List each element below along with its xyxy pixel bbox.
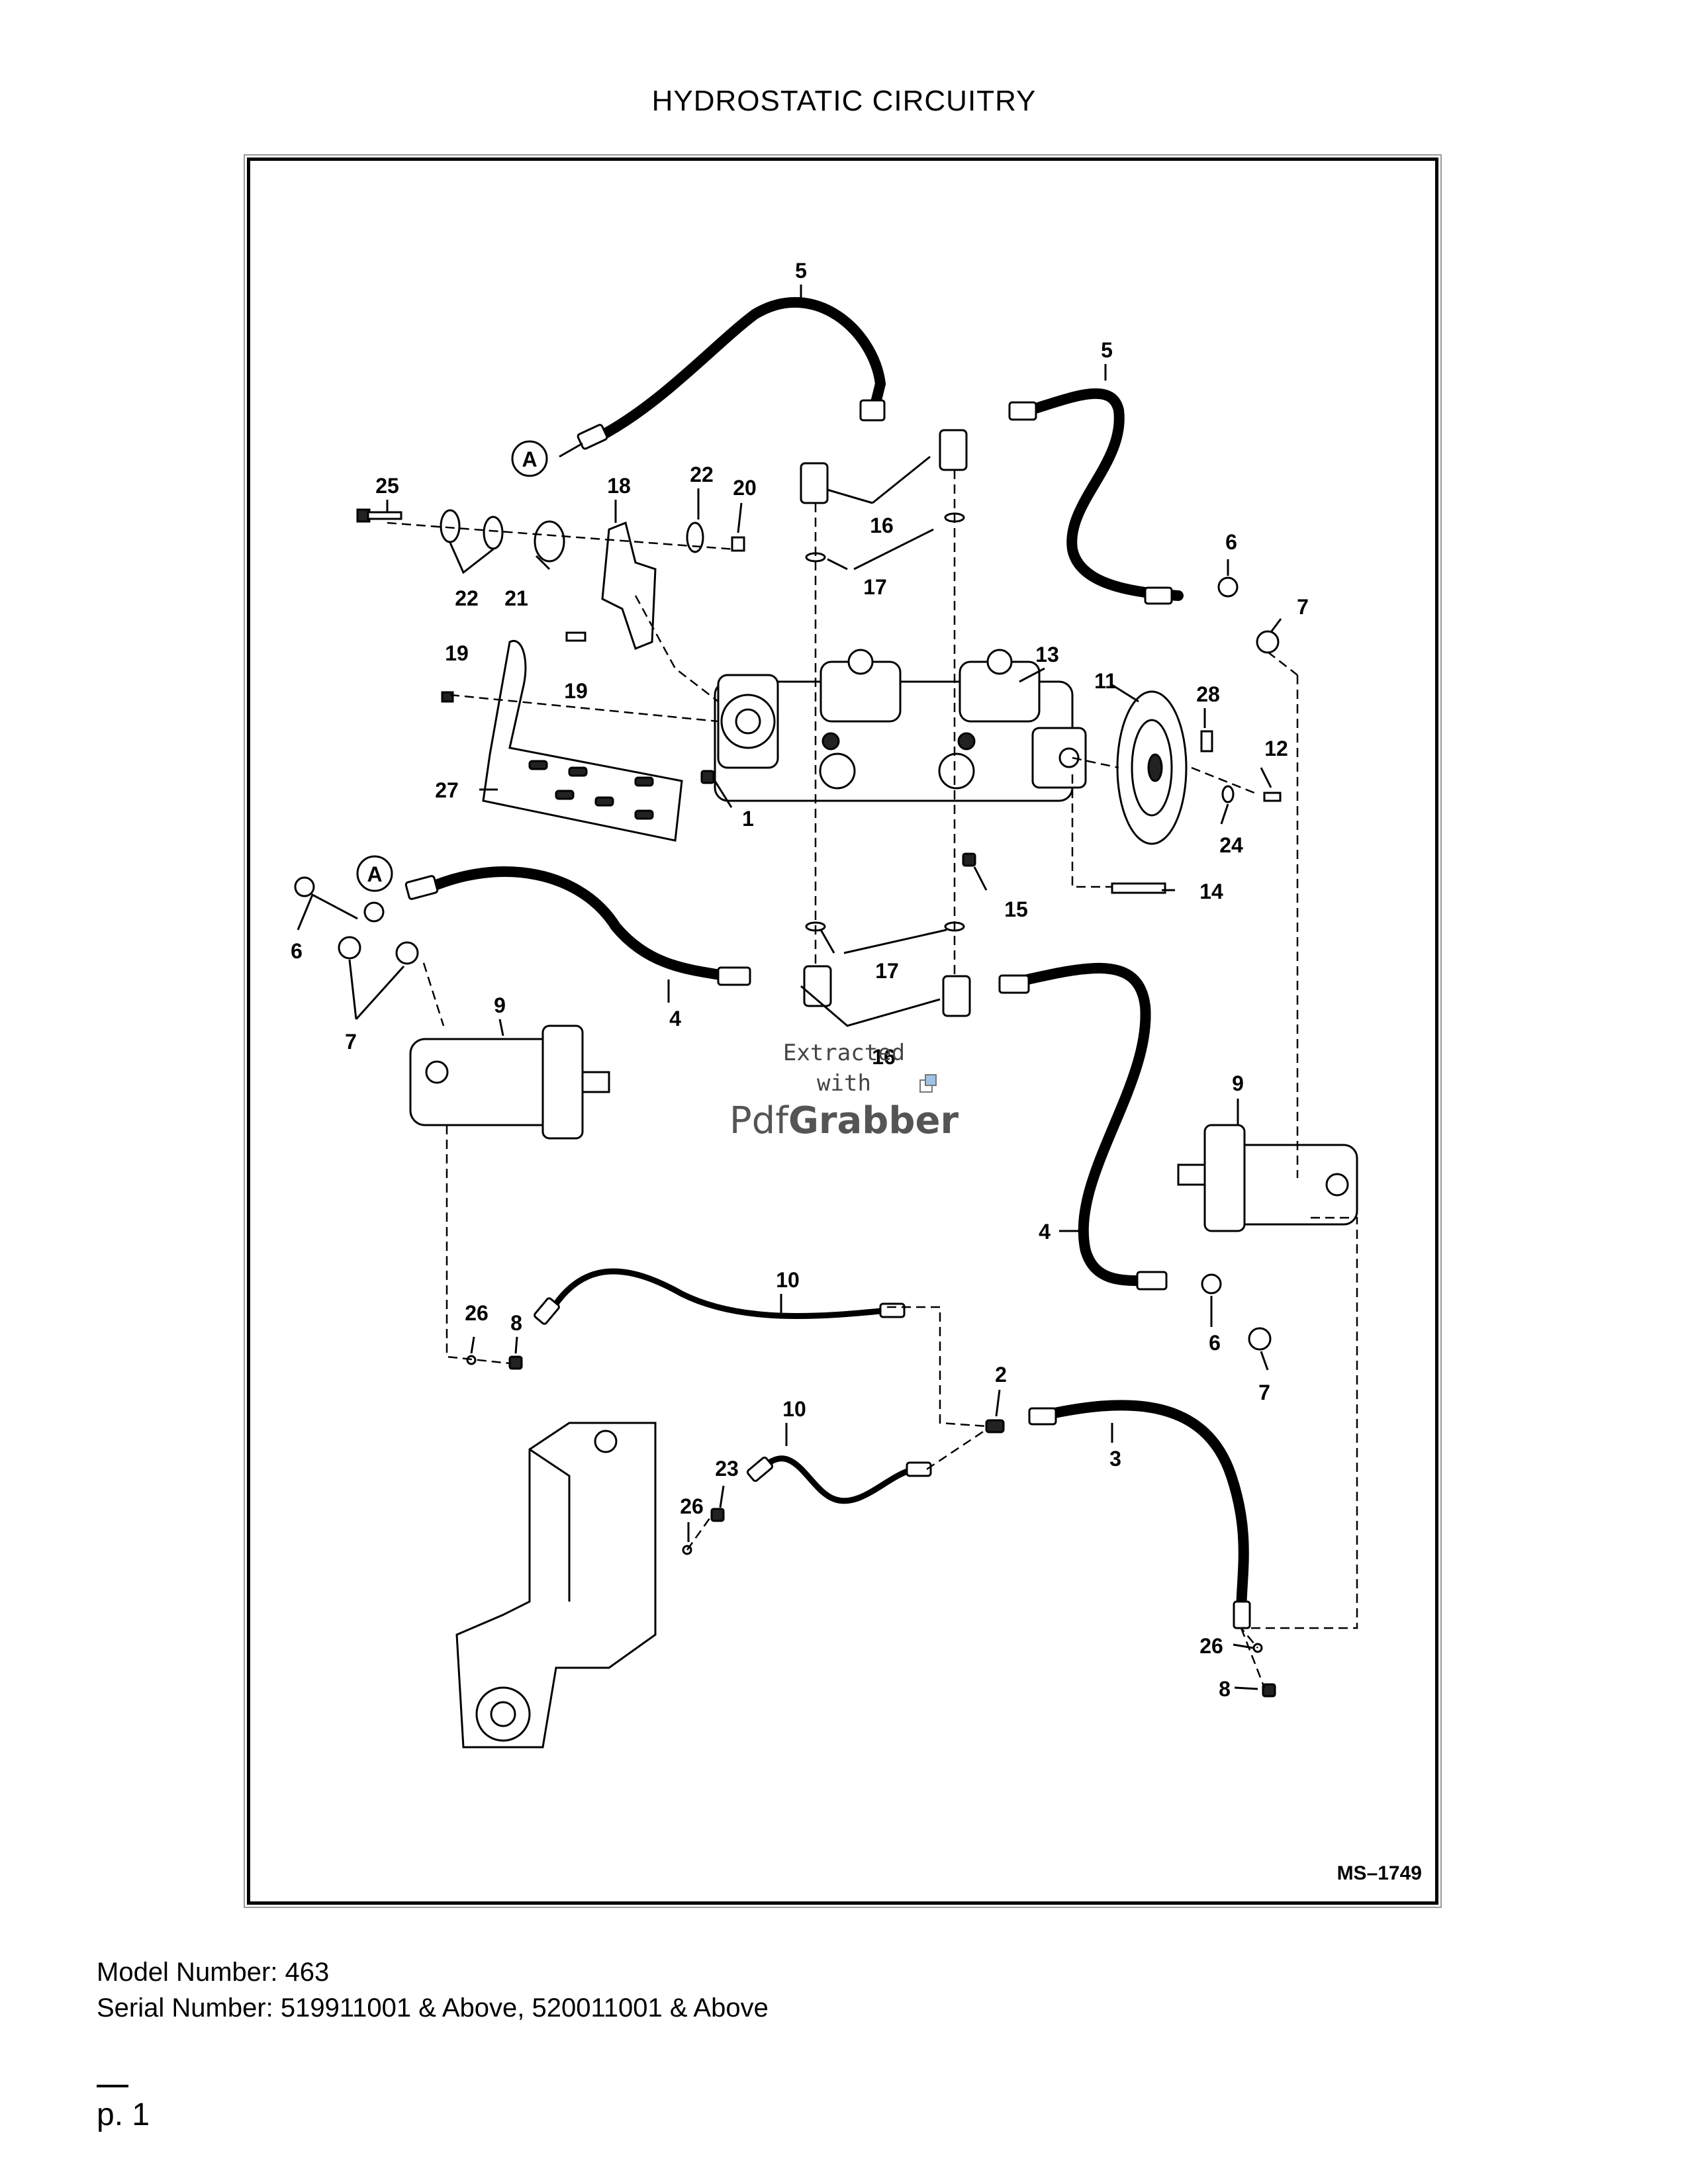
callout-19b: 19	[564, 679, 588, 703]
hose-10-lower	[746, 1455, 932, 1504]
bracket-18	[601, 521, 657, 650]
drive-motor-left	[409, 1024, 610, 1140]
callout-10b: 10	[782, 1397, 806, 1421]
callout-22b: 22	[455, 586, 479, 610]
assembly-dashed-lines	[387, 470, 1358, 1688]
callout-12: 12	[1264, 737, 1288, 760]
drawing-id: MS–1749	[1337, 1862, 1422, 1884]
callout-14: 14	[1199, 880, 1223, 903]
pulley	[1116, 690, 1188, 845]
callout-25: 25	[375, 474, 399, 498]
hose-10-upper	[534, 1268, 906, 1325]
callout-leaders	[297, 285, 1282, 1690]
callout-4b: 4	[1039, 1220, 1051, 1244]
callout-9a: 9	[494, 993, 506, 1017]
callout-19a: 19	[445, 641, 469, 665]
callout-7a: 7	[1297, 595, 1309, 619]
callout-21: 21	[504, 586, 528, 610]
callout-10a: 10	[776, 1268, 800, 1292]
callout-2: 2	[995, 1363, 1007, 1387]
callout-9b: 9	[1232, 1071, 1244, 1095]
callout-24: 24	[1219, 833, 1243, 857]
watermark-line-2: with	[817, 1070, 871, 1097]
hose-4-left	[404, 866, 751, 986]
hose-5-left	[577, 296, 886, 450]
callout-3: 3	[1109, 1447, 1121, 1471]
callout-26a: 26	[465, 1301, 489, 1325]
callout-6a: 6	[1225, 530, 1237, 554]
callout-11: 11	[1094, 669, 1117, 693]
callout-23: 23	[715, 1457, 739, 1480]
reference-marker-a-lower: A	[356, 855, 393, 892]
callout-7b: 7	[345, 1030, 357, 1054]
callout-18: 18	[607, 474, 631, 498]
callout-22a: 22	[690, 463, 714, 486]
reference-marker-a-upper: A	[511, 440, 548, 477]
callout-17a: 17	[863, 575, 887, 599]
watermark-pdf: Pdf	[729, 1099, 789, 1142]
hose-3	[1028, 1400, 1251, 1629]
watermark-grabber: Grabber	[788, 1099, 959, 1142]
small-fittings	[294, 576, 1282, 1698]
callout-27: 27	[435, 778, 459, 802]
callout-5a: 5	[795, 259, 807, 283]
model-number: Model Number: 463	[97, 1958, 330, 1987]
callout-8b: 8	[1219, 1677, 1231, 1701]
hardware-25-22-21-20	[356, 508, 745, 703]
diagram-frame	[247, 158, 1438, 1905]
hose-5-right	[1008, 388, 1184, 605]
callout-6c: 6	[1209, 1331, 1221, 1355]
callout-16a: 16	[870, 514, 894, 537]
callout-13: 13	[1035, 643, 1059, 666]
footer-divider	[97, 2085, 128, 2087]
callout-7c: 7	[1258, 1381, 1270, 1404]
hose-4-right	[998, 962, 1168, 1291]
callout-20: 20	[733, 476, 757, 500]
serial-number: Serial Number: 519911001 & Above, 520011…	[97, 1993, 769, 2023]
axle-housing	[455, 1422, 657, 1749]
drive-motor-right	[1177, 1124, 1358, 1232]
watermark: Extracted with PdfGrabber	[729, 1040, 959, 1142]
callout-17b: 17	[875, 959, 899, 983]
callout-numbers: 5 5 25 18 22 20 22 21 16 17 6 7 19 19 13…	[291, 259, 1309, 1701]
callout-26c: 26	[1199, 1634, 1223, 1658]
page-title: HYDROSTATIC CIRCUITRY	[651, 85, 1037, 117]
mounting-bracket	[482, 639, 683, 842]
callout-label: A	[367, 862, 382, 886]
callout-15: 15	[1004, 897, 1028, 921]
page-number: p. 1	[97, 2097, 150, 2132]
callout-28: 28	[1196, 682, 1220, 706]
callout-1: 1	[742, 807, 754, 831]
callout-label: A	[522, 447, 537, 471]
callout-16b: 16	[872, 1045, 896, 1069]
fittings-16	[800, 429, 971, 1017]
callout-8a: 8	[510, 1311, 522, 1335]
callout-6b: 6	[291, 939, 303, 963]
callout-4a: 4	[669, 1007, 681, 1030]
svg-text:PdfGrabber: PdfGrabber	[729, 1099, 959, 1142]
callout-5b: 5	[1101, 338, 1113, 362]
callout-26b: 26	[680, 1494, 704, 1518]
watermark-line-1: Extracted	[783, 1040, 905, 1066]
hydrostatic-pump	[714, 649, 1087, 802]
